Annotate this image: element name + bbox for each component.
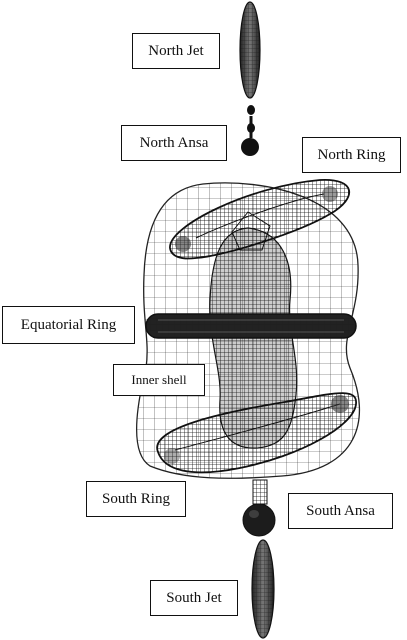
south-ring-label: South Ring	[86, 481, 186, 517]
south-ring-shape	[156, 392, 357, 474]
equatorial-ring-label: Equatorial Ring	[2, 306, 135, 344]
north-jet-label: North Jet	[132, 33, 220, 69]
north-ansa-label: North Ansa	[121, 125, 227, 161]
north-ansa-shape	[241, 105, 259, 156]
inner-shell-label: Inner shell	[113, 364, 205, 396]
south-jet-label: South Jet	[150, 580, 238, 616]
south-jet-shape	[251, 539, 275, 639]
north-jet-shape	[239, 1, 261, 99]
north-ring-label: North Ring	[302, 137, 401, 173]
north-ring-shape	[169, 179, 350, 260]
south-ansa-shape	[242, 479, 276, 537]
south-ansa-label: South Ansa	[288, 493, 393, 529]
equatorial-ring-shape	[145, 313, 357, 339]
